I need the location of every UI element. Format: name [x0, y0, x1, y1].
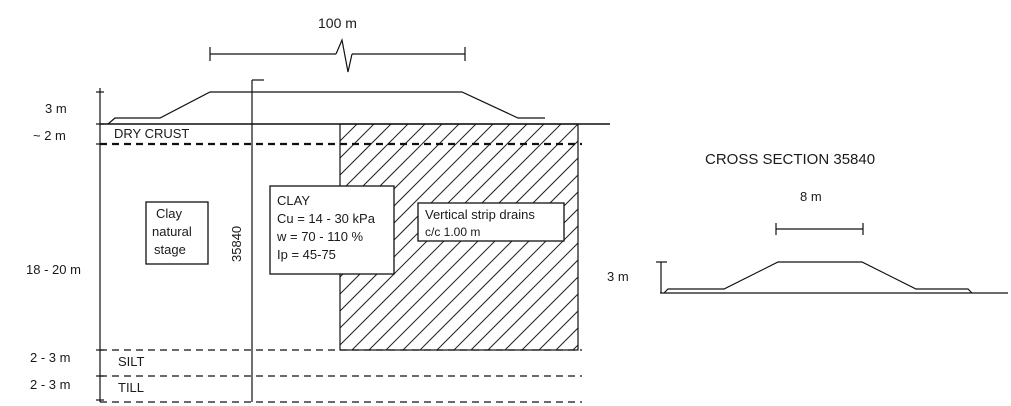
hatch-line: [340, 124, 426, 210]
cross-section-height-dimension: [656, 261, 667, 293]
width-label: 100 m: [318, 15, 357, 31]
hatch-line: [521, 293, 578, 350]
section-marker-label: 35840: [229, 226, 244, 262]
cross-section-width-label: 8 m: [800, 189, 822, 204]
clay-props-line1: CLAY: [277, 193, 310, 208]
embankment-height-label: 3 m: [45, 101, 67, 116]
embankment-outline: [107, 91, 545, 125]
hatch-line: [470, 242, 578, 350]
dry-crust-thickness: ~ 2 m: [33, 128, 66, 143]
dry-crust-label: DRY CRUST: [114, 126, 189, 141]
cross-section-width-dimension: [775, 223, 864, 235]
clay-natural-line1: Clay: [156, 206, 183, 221]
silt-thickness: 2 - 3 m: [30, 350, 70, 365]
hatch-line: [453, 225, 578, 350]
drains-line2: c/c 1.00 m: [425, 225, 480, 239]
cross-section-title: CROSS SECTION 35840: [705, 151, 875, 168]
drains-box: [417, 202, 565, 242]
cross-section-height-label: 3 m: [607, 269, 629, 284]
drains-line1: Vertical strip drains: [425, 207, 535, 222]
hatch-line: [340, 124, 392, 176]
cross-section-embankment: [663, 261, 973, 294]
hatch-line: [487, 259, 578, 350]
clay-natural-line3: stage: [154, 242, 186, 257]
clay-props-line2: Cu = 14 - 30 kPa: [277, 211, 376, 226]
hatch-line: [340, 124, 528, 312]
clay-props-line3: w = 70 - 110 %: [276, 229, 364, 244]
clay-props-line4: Ip = 45-75: [277, 247, 336, 262]
till-thickness: 2 - 3 m: [30, 377, 70, 392]
width-dimension: [209, 37, 466, 73]
hatch-line: [340, 124, 409, 193]
clay-natural-line2: natural: [152, 224, 192, 239]
hatch-line: [340, 124, 443, 227]
hatch-line: [340, 124, 511, 295]
hatch-line: [504, 276, 578, 350]
clay-thickness: 18 - 20 m: [26, 262, 81, 277]
clay-natural-box: [145, 201, 209, 265]
till-label: TILL: [118, 380, 144, 395]
hatch-line: [538, 310, 578, 350]
clay-properties-box: [269, 185, 395, 275]
silt-label: SILT: [118, 354, 145, 369]
